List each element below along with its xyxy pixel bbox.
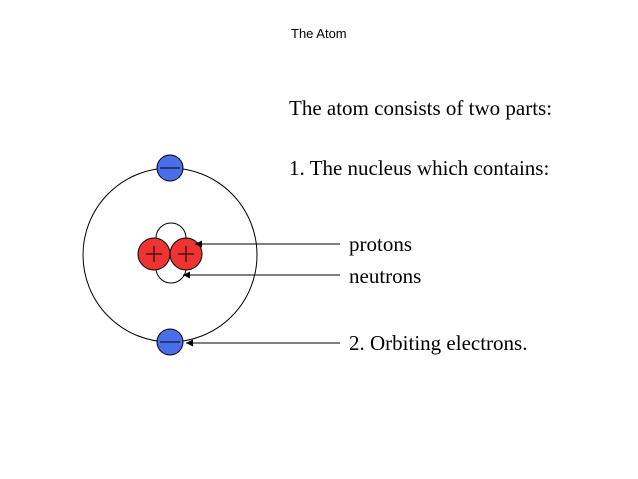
- electron-bottom: [156, 328, 184, 356]
- electron-top: [156, 154, 184, 182]
- electrons-text: 2. Orbiting electrons.: [349, 331, 528, 355]
- slide-title: The Atom: [291, 26, 347, 41]
- nucleus: [137, 222, 203, 284]
- plus-icon: [178, 246, 194, 262]
- protons-label: protons: [349, 232, 412, 256]
- plus-icon: [146, 246, 162, 262]
- neutrons-label: neutrons: [349, 264, 422, 288]
- nucleus-text: 1. The nucleus which contains:: [289, 156, 550, 180]
- intro-text: The atom consists of two parts:: [289, 96, 553, 120]
